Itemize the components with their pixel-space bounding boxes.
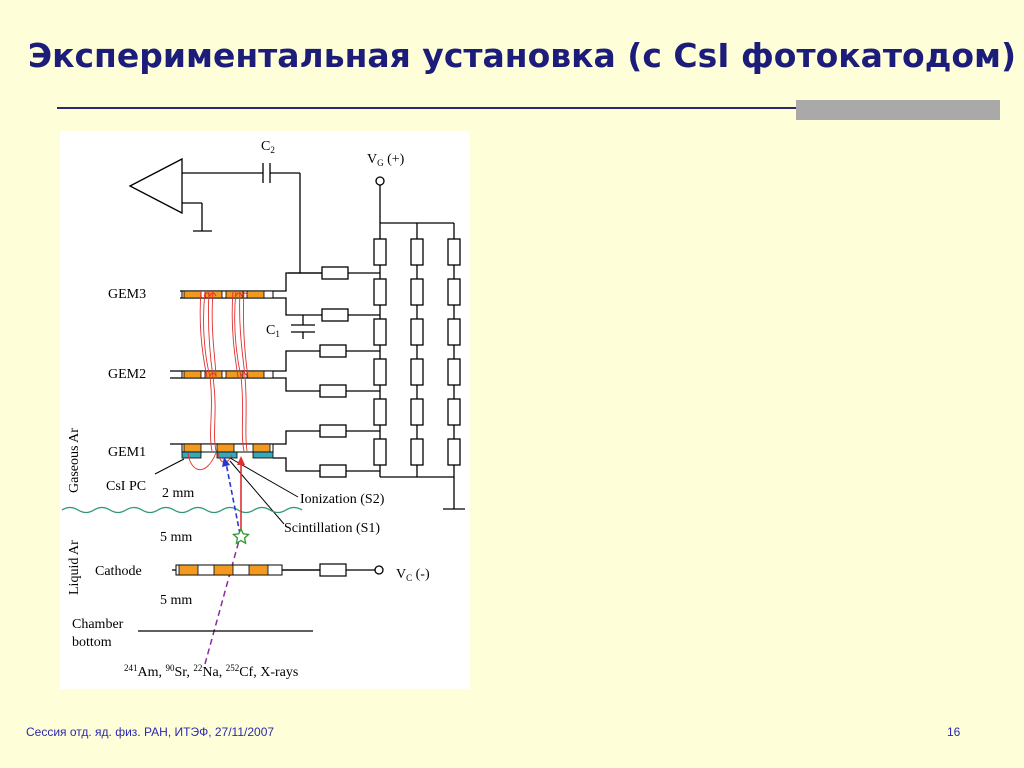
resistor-divider xyxy=(373,222,465,510)
capacitor-c1 xyxy=(291,315,315,339)
avalanche-tracks xyxy=(187,290,249,470)
label-c1: C1 xyxy=(266,323,280,339)
label-scintillation: Scintillation (S1) xyxy=(284,521,380,536)
amplifier-symbol xyxy=(128,157,263,232)
label-csi-pc: CsI PC xyxy=(106,479,146,494)
label-c2: C2 xyxy=(261,139,275,155)
label-gap-5mm-lower: 5 mm xyxy=(160,593,192,608)
label-gem3: GEM3 xyxy=(108,287,146,302)
label-gap-5mm-upper: 5 mm xyxy=(160,530,192,545)
detector-diagram: C2 VG (+) xyxy=(60,131,470,689)
gem1-foil xyxy=(170,443,274,459)
label-bottom: bottom xyxy=(72,635,112,650)
page-number: 16 xyxy=(947,725,961,739)
label-gap-2mm: 2 mm xyxy=(162,486,194,501)
title-rule xyxy=(57,107,987,109)
liquid-gas-interface xyxy=(61,506,303,514)
label-gaseous-ar: Gaseous Ar xyxy=(67,428,82,493)
label-gem1: GEM1 xyxy=(108,445,146,460)
ionization-drift-arrow xyxy=(237,456,245,534)
label-cathode: Cathode xyxy=(95,564,142,579)
electrode-feeds xyxy=(273,266,380,478)
label-sources: 241Am, 90Sr, 22Na, 252Cf, X-rays xyxy=(124,663,298,680)
scintillation-photon-arrow xyxy=(222,457,241,535)
gem2-foil xyxy=(170,370,274,379)
vg-terminal xyxy=(375,176,385,186)
cathode-plate xyxy=(172,563,384,577)
label-vg: VG (+) xyxy=(367,152,405,168)
interaction-point-star xyxy=(232,527,250,545)
label-ionization: Ionization (S2) xyxy=(300,492,385,507)
title-rule-block xyxy=(796,100,1000,120)
label-gem2: GEM2 xyxy=(108,367,146,382)
slide-title: Экспериментальная установка (с CsI фоток… xyxy=(27,36,1017,75)
label-liquid-ar: Liquid Ar xyxy=(67,540,82,595)
source-beam xyxy=(204,536,241,665)
gem3-foil xyxy=(180,290,274,299)
label-chamber: Chamber xyxy=(72,617,124,632)
footer-session: Сессия отд. яд. физ. РАН, ИТЭФ, 27/11/20… xyxy=(26,725,275,739)
capacitor-c2 xyxy=(262,163,322,274)
label-vc: VC (-) xyxy=(396,567,430,583)
